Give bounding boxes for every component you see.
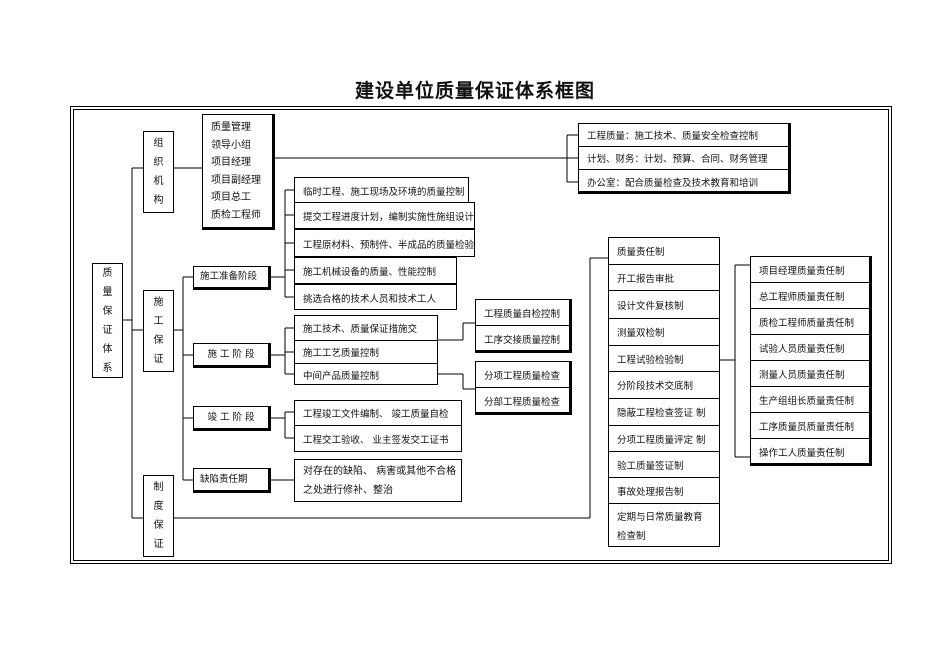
rule-item: 验工质量签证制 — [609, 452, 719, 478]
system-char: 保 — [153, 520, 164, 531]
org-char: 织 — [153, 157, 164, 168]
exec-sub-item: 分项工程质量检查 — [476, 362, 569, 388]
rule-item-line: 定期与日常质量教育 — [617, 512, 703, 523]
phase-complete: 竣 工 阶 段 — [193, 406, 271, 431]
dept-item: 工程质量：施工技术、质量安全检查控制 — [579, 124, 788, 147]
exec-sub-item: 工程质量自检控制 — [476, 300, 569, 326]
exec-items: 施工技术、质量保证措施交 施工工艺质量控制 中间产品质量控制 — [294, 315, 438, 385]
org-members-box: 质量管理 领导小组 项目经理 项目副经理 项目总工 质检工程师 — [202, 114, 275, 230]
defect-text-line: 之处进行修补、整治 — [303, 485, 393, 496]
org-member: 项目总工 — [211, 192, 251, 203]
root-quality-system: 质 量 保 证 体 系 — [92, 263, 123, 378]
org-char: 机 — [153, 176, 164, 187]
prep-item: 提交工程进度计划，编制实施性施组设计 — [303, 212, 475, 223]
exec-item: 施工工艺质量控制 — [295, 341, 437, 364]
org-member: 项目经理 — [211, 157, 251, 168]
construct-char: 保 — [153, 335, 164, 346]
role-item: 操作工人质量责任制 — [759, 447, 845, 459]
prep-item: 临时工程、施工现场及环境的质量控制 — [303, 187, 465, 198]
construct-char: 工 — [153, 316, 164, 327]
org-member: 质量管理 — [211, 122, 251, 133]
rule-item: 工程试验检验制 — [609, 346, 719, 372]
role-item: 项目经理质量责任制 — [751, 257, 869, 283]
role-item: 质检工程师质量责任制 — [751, 309, 869, 335]
rules-list: 质量责任制 开工报告审批 设计文件复核制 测量双检制 工程试验检验制 分阶段技术… — [608, 237, 720, 547]
prep-item: 挑选合格的技术人员和技术工人 — [303, 293, 437, 305]
rule-item: 分项工程质量评定 制 — [609, 426, 719, 452]
complete-items: 工程竣工文件编制、 竣工质量自检 工程交工验收、 业主签发交工证书 — [294, 400, 462, 452]
complete-item: 工程竣工文件编制、 竣工质量自检 — [295, 401, 461, 426]
dept-list: 工程质量：施工技术、质量安全检查控制 计划、财务：计划、预算、合同、财务管理 办… — [578, 123, 791, 194]
rule-item: 质量责任制 — [609, 238, 719, 265]
defect-text-line: 对存在的缺陷、 病害或其他不合格 — [303, 466, 457, 477]
role-item: 总工程师质量责任制 — [751, 283, 869, 309]
org-box: 组 织 机 构 — [143, 131, 174, 213]
prep-item: 施工机械设备的质量、性能控制 — [303, 267, 437, 278]
rule-item: 设计文件复核制 — [609, 291, 719, 319]
phase-prep: 施工准备阶段 — [193, 266, 271, 290]
rule-item: 测量双检制 — [609, 319, 719, 346]
exec-item: 施工技术、质量保证措施交 — [295, 316, 437, 341]
root-char: 系 — [102, 362, 113, 374]
complete-item: 工程交工验收、 业主签发交工证书 — [303, 435, 449, 446]
root-char: 质 — [102, 267, 113, 279]
prep-item: 工程原材料、预制件、半成品的质量检验 — [303, 239, 475, 251]
role-item: 生产组组长质量责任制 — [751, 387, 869, 413]
dept-item: 办公室：配合质量检查及技术教育和培训 — [587, 177, 759, 189]
exec-sub1: 工程质量自检控制 工序交接质量控制 — [475, 299, 572, 353]
exec-sub-item: 分部工程质量检查 — [484, 396, 561, 408]
rule-item: 分阶段技术交底制 — [609, 372, 719, 399]
rule-item-last: 定期与日常质量教育 检查制 — [609, 504, 719, 547]
rule-item-line: 检查制 — [617, 531, 646, 542]
system-char: 制 — [153, 482, 164, 493]
exec-item: 中间产品质量控制 — [303, 370, 380, 382]
role-item: 工序质量员质量责任制 — [751, 413, 869, 439]
defect-text-box: 对存在的缺陷、 病害或其他不合格 之处进行修补、整治 — [294, 459, 462, 502]
construct-char: 施 — [153, 297, 164, 308]
prep-item-box: 临时工程、施工现场及环境的质量控制 — [294, 177, 469, 204]
org-char: 组 — [153, 138, 164, 149]
org-member: 领导小组 — [211, 139, 251, 151]
root-char: 保 — [102, 305, 113, 317]
root-char: 证 — [102, 324, 113, 336]
prep-item-box: 工程原材料、预制件、半成品的质量检验 — [294, 229, 475, 257]
diagram-frame — [70, 106, 892, 564]
prep-item-box: 挑选合格的技术人员和技术工人 — [294, 284, 457, 310]
exec-sub-item: 工序交接质量控制 — [484, 334, 561, 346]
construct-char: 证 — [153, 354, 164, 365]
org-member: 项目副经理 — [211, 174, 261, 186]
rule-item: 事故处理报告制 — [609, 478, 719, 504]
org-char: 构 — [153, 195, 164, 206]
phase-defect: 缺陷责任期 — [193, 468, 271, 493]
system-box: 制 度 保 证 — [143, 475, 174, 557]
role-item: 测量人员质量责任制 — [751, 361, 869, 387]
construct-box: 施 工 保 证 — [143, 290, 174, 372]
root-char: 体 — [102, 343, 113, 355]
system-char: 证 — [153, 539, 164, 550]
role-item: 试验人员质量责任制 — [751, 335, 869, 361]
dept-item: 计划、财务：计划、预算、合同、财务管理 — [579, 147, 788, 170]
org-member: 质检工程师 — [211, 209, 261, 221]
prep-item-box: 施工机械设备的质量、性能控制 — [294, 257, 457, 284]
page-title: 建设单位质量保证体系框图 — [354, 80, 595, 102]
root-char: 量 — [102, 286, 113, 298]
roles-list: 项目经理质量责任制 总工程师质量责任制 质检工程师质量责任制 试验人员质量责任制… — [750, 256, 872, 466]
rule-item: 开工报告审批 — [609, 265, 719, 291]
system-char: 度 — [153, 501, 164, 512]
phase-exec: 施 工 阶 段 — [193, 343, 271, 368]
rule-item: 隐蔽工程检查签证 制 — [609, 399, 719, 426]
prep-item-box: 提交工程进度计划，编制实施性施组设计 — [294, 202, 475, 229]
exec-sub2: 分项工程质量检查 分部工程质量检查 — [475, 361, 572, 415]
